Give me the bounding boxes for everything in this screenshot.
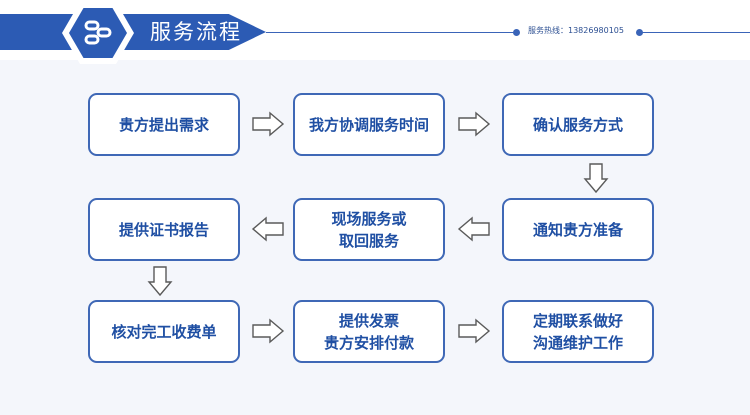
header-rule-left: [266, 32, 518, 33]
step-5-box: 现场服务或 取回服务: [293, 198, 445, 261]
arrow-right-step7-to-step8: [252, 318, 285, 344]
step-1-box: 贵方提出需求: [88, 93, 240, 156]
arrow-left-step4-to-step5: [457, 216, 490, 242]
header-rule-dot-left: [513, 29, 520, 36]
step-6-box: 提供证书报告: [88, 198, 240, 261]
step-3-box: 确认服务方式: [502, 93, 654, 156]
section-title: 服务流程: [150, 20, 242, 44]
hotline-text: 服务热线：13826980105: [528, 26, 624, 35]
header-rule-right: [640, 32, 750, 33]
step-9-box: 定期联系做好 沟通维护工作: [502, 300, 654, 363]
step-8-box: 提供发票 贵方安排付款: [293, 300, 445, 363]
step-2-box: 我方协调服务时间: [293, 93, 445, 156]
arrow-right-step8-to-step9: [458, 318, 491, 344]
step-4-box: 通知贵方准备: [502, 198, 654, 261]
arrow-right-step1-to-step2: [252, 111, 285, 137]
arrow-left-step5-to-step6: [251, 216, 284, 242]
arrow-down-step6-to-step7: [147, 266, 173, 297]
chain-link-icon: [84, 20, 112, 45]
step-7-box: 核对完工收费单: [88, 300, 240, 363]
header-rule-dot-right: [636, 29, 643, 36]
arrow-down-step3-to-step4: [583, 163, 609, 194]
arrow-right-step2-to-step3: [458, 111, 491, 137]
